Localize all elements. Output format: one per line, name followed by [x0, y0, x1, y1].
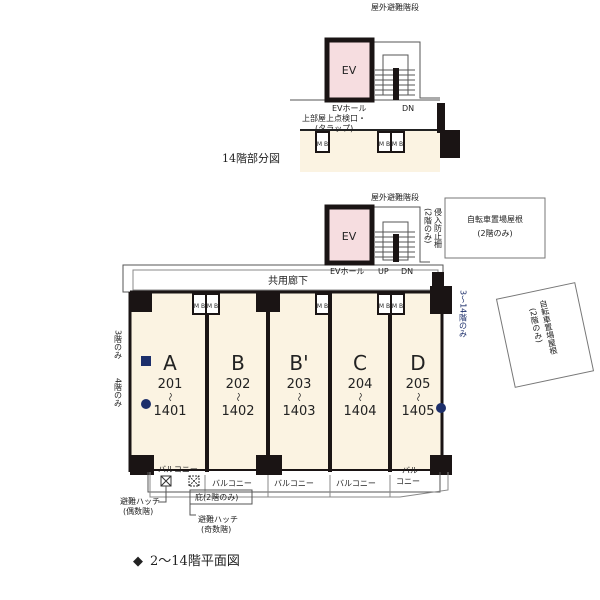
unit-from: 201: [158, 377, 183, 392]
unit-type-5: D: [410, 351, 425, 375]
note-3-14-floors: 3〜14階のみ: [459, 290, 468, 337]
partial-plan: EV 屋外避難階段 EVホール 上部屋上点検口・ (タラップ) DN M B M…: [222, 2, 460, 172]
mb-label: M B: [317, 303, 328, 310]
unit-tilde: 〜: [164, 392, 174, 401]
balcony-label-b2: バルコニー: [274, 479, 314, 488]
circle-marker: [141, 399, 151, 409]
bike-roof-2f: [444, 197, 546, 259]
dn-label: DN: [401, 267, 413, 276]
unit-type-4: C: [353, 351, 367, 375]
hatch-odd-icon: [188, 475, 200, 487]
note-3f-only: 3階のみ: [114, 330, 123, 359]
unit-tilde: 〜: [293, 392, 303, 401]
elevator: [324, 37, 375, 103]
meter-box: [205, 293, 220, 315]
roof-hatch-note: (タラップ): [315, 124, 353, 133]
eaves-label: 庇(2階のみ): [195, 492, 238, 502]
mb-label: M B: [392, 141, 403, 148]
unit-to: 1405: [401, 404, 434, 419]
ev-label: EV: [342, 64, 357, 77]
meter-box: [315, 293, 330, 315]
unit-to: 1403: [282, 404, 315, 419]
mb-label: M B: [317, 141, 328, 148]
ev-label: EV: [342, 230, 357, 243]
unit-type-3: B': [289, 351, 308, 375]
balcony-label-b: バルコニー: [212, 479, 252, 488]
mb-label: M B: [392, 303, 403, 310]
unit-from: 202: [226, 377, 251, 392]
pillar: [256, 455, 282, 475]
main-plan-title: 2〜14階平面図: [150, 554, 240, 569]
diamond-icon: ◆: [133, 554, 143, 569]
up-label: UP: [378, 267, 389, 276]
main-plan: EV 屋外避難階段 EVホール UP DN 共用廊下 (2階のみ) 侵入防止柵 …: [114, 192, 595, 569]
corridor-label: 共用廊下: [268, 274, 308, 287]
hatch-even-label: 避難ハッチ: [120, 496, 160, 506]
note-4f-only: 4階のみ: [114, 378, 123, 407]
pillar: [430, 286, 452, 314]
pillar: [256, 292, 280, 312]
meter-box: [390, 293, 405, 315]
elevator: [324, 204, 375, 266]
balcony-label-d2: コニー: [396, 477, 420, 486]
fence-note: (2階のみ): [424, 208, 433, 243]
hatch-odd-label: 避難ハッチ: [198, 514, 238, 524]
hatch-even-note: (偶数階): [123, 506, 153, 516]
unit-type-2: B: [231, 351, 245, 375]
unit-from: 204: [348, 377, 373, 392]
unit-tilde: 〜: [232, 392, 242, 401]
pillar: [130, 455, 154, 475]
roof-hatch-label: 上部屋上点検口・: [302, 113, 366, 123]
bike-roof-note: (2階のみ): [477, 228, 512, 238]
unit-tilde: 〜: [354, 392, 364, 401]
pillar: [440, 130, 460, 158]
balcony-label-c: バルコニー: [336, 479, 376, 488]
circle-marker: [436, 403, 446, 413]
bike-roof-rotated: [495, 282, 595, 388]
ev-hall-label: EVホール: [332, 104, 367, 113]
outdoor-stairs-label: 屋外避難階段: [371, 192, 419, 202]
unit-tilde: 〜: [412, 392, 422, 401]
unit-from: 205: [406, 377, 431, 392]
mb-label: M B: [379, 303, 390, 310]
dn-label: DN: [402, 104, 414, 113]
hatch-odd-note: (奇数階): [201, 524, 231, 534]
unit-to: 1402: [221, 404, 254, 419]
meter-box: [315, 131, 330, 153]
outdoor-stairs-label: 屋外避難階段: [371, 2, 419, 12]
mb-label: M B: [194, 303, 205, 310]
pillar: [130, 292, 152, 312]
unit-to: 1401: [153, 404, 186, 419]
meter-box: [390, 131, 405, 153]
mb-label: M B: [379, 141, 390, 148]
ev-hall-label: EVホール: [330, 267, 365, 276]
mb-label: M B: [207, 303, 218, 310]
partial-plan-title: 14階部分図: [222, 151, 280, 165]
square-marker: [141, 356, 151, 366]
fence-label: 侵入防止柵: [434, 207, 443, 248]
unit-to: 1404: [343, 404, 376, 419]
unit-type-1: A: [163, 351, 177, 375]
balcony-label-d1: バル: [402, 466, 418, 475]
balcony-label-a: バルコニー: [158, 465, 198, 474]
pillar: [430, 455, 452, 475]
unit-from: 203: [287, 377, 312, 392]
bike-roof-label: 自転車置場屋根: [467, 214, 523, 224]
